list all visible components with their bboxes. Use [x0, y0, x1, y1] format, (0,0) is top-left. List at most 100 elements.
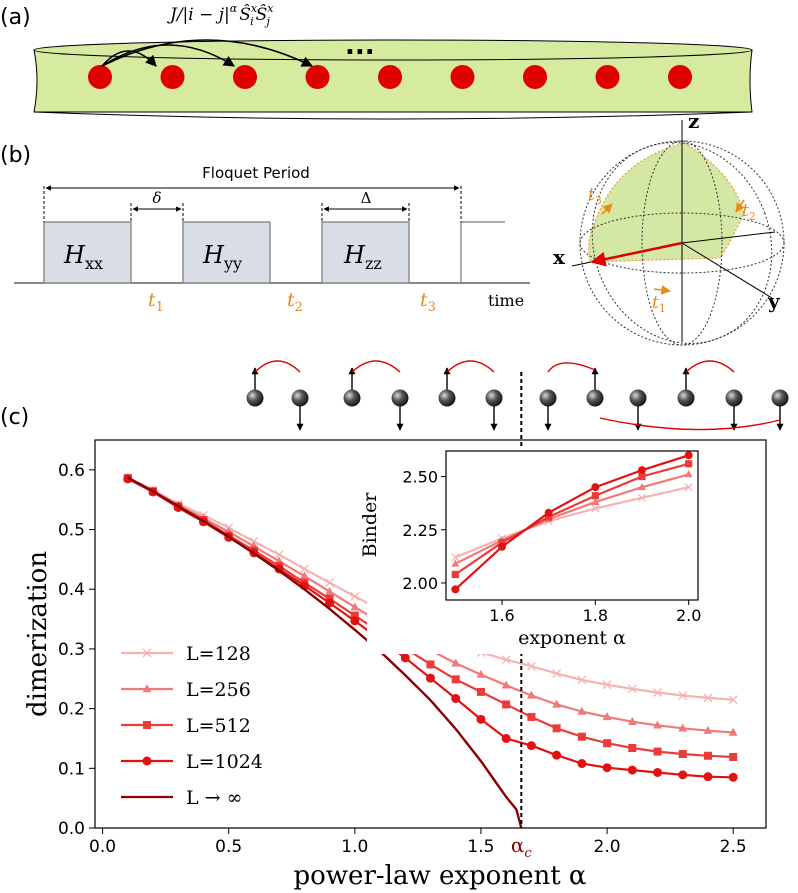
x-tick-label: 2.0: [594, 837, 621, 857]
panel-c-label: (c): [0, 405, 29, 430]
y-tick-label: 0.1: [58, 759, 85, 779]
data-point: [476, 669, 486, 678]
time-t2-sub: 2: [295, 300, 303, 315]
x-tick-label: 1.5: [467, 837, 494, 857]
sphere-t3-sub: 3: [595, 194, 602, 207]
data-point: [498, 542, 506, 551]
data-point: [602, 680, 612, 690]
sphere-t3: t3: [588, 185, 602, 207]
inset-series-line: [454, 473, 689, 565]
legend-label: L → ∞: [186, 787, 242, 809]
data-point: [274, 550, 284, 560]
data-point: [703, 725, 713, 734]
inset-y-tick-label: 2.50: [402, 468, 438, 487]
data-point: [350, 602, 360, 611]
pulse-yy: [182, 221, 271, 284]
data-point: [653, 720, 662, 729]
data-point: [526, 741, 536, 751]
spin-up-icon: [438, 367, 456, 407]
data-point: [552, 724, 561, 733]
data-point: [350, 611, 359, 620]
inset-x-tick-label: 1.8: [583, 606, 608, 625]
data-point: [628, 744, 637, 753]
legend-entry: L → ∞: [121, 787, 242, 809]
spin-down-icon: [485, 389, 503, 431]
chain-site-dot: [668, 65, 692, 89]
data-point: [544, 508, 553, 517]
time-t3-t: t: [420, 289, 428, 311]
coupling-sup2: x: [267, 2, 274, 15]
time-t3: t3: [420, 289, 436, 315]
data-point: [603, 739, 612, 748]
time-t2-t: t: [287, 289, 295, 311]
chain-site-dot: [450, 65, 475, 89]
data-point: [552, 750, 562, 760]
data-point: [299, 571, 309, 580]
data-point: [678, 770, 688, 780]
data-point: [577, 732, 586, 741]
data-point: [685, 460, 693, 468]
t2-direction-icon: [735, 199, 745, 213]
y-tick-label: 0.5: [58, 521, 85, 541]
data-point: [552, 668, 562, 678]
inset-series-line: [454, 486, 689, 559]
chain-dots: [88, 65, 692, 89]
Delta-big-label: Δ: [361, 189, 372, 207]
spin-down-icon: [391, 389, 409, 431]
data-point: [325, 586, 334, 595]
data-point: [527, 712, 536, 721]
main-plot-frame: [94, 439, 767, 829]
data-point: [728, 695, 738, 705]
coupling-sup1: x: [251, 2, 258, 15]
spin-down-icon: [771, 389, 789, 431]
data-point: [577, 759, 587, 769]
pulse-zz-H: H: [343, 241, 366, 269]
dimer-bond: [685, 360, 735, 373]
spin-down-icon: [539, 389, 557, 431]
legend-entry: L=128: [121, 643, 251, 665]
time-t2: t2: [287, 289, 303, 315]
ellipsis: ...: [345, 31, 375, 61]
data-point: [451, 693, 461, 703]
coupling-sub2: j: [263, 15, 270, 28]
data-point: [577, 706, 587, 715]
sphere-t2-t: t: [742, 201, 749, 221]
panel-a-label: (a): [0, 5, 31, 30]
inset-x-tick-label: 2.0: [676, 606, 701, 625]
data-point: [350, 591, 360, 601]
inset-plot-frame: [445, 450, 699, 601]
data-point: [627, 765, 637, 775]
sphere-meridian-1: [641, 140, 723, 346]
series-L: [127, 476, 523, 829]
sphere-t3-t: t: [588, 185, 595, 205]
coupling-op2: Ŝ: [256, 4, 268, 25]
data-point: [476, 687, 485, 696]
y-tick-label: 0.6: [58, 461, 85, 481]
axis-y-label: y: [767, 289, 781, 313]
delta-small-label: δ: [152, 189, 161, 207]
axis-z-label: z: [688, 109, 699, 133]
data-point: [299, 564, 309, 574]
data-point: [591, 483, 600, 492]
axis-y-neg: [681, 231, 776, 244]
pulse-xx-label: Hxx: [63, 241, 103, 273]
data-point: [591, 492, 599, 500]
y-tick-label: 0.4: [58, 580, 85, 600]
chain-site-dot: [378, 65, 402, 89]
main-xlabel: power-law exponent α: [294, 861, 587, 891]
data-point: [602, 712, 612, 721]
data-point: [527, 690, 536, 699]
critical-alpha: α: [511, 833, 525, 857]
time-axis-label: time: [488, 291, 524, 310]
data-point: [501, 680, 511, 689]
sphere-meridian-2: [591, 142, 773, 344]
pulse-yy-label: Hyy: [202, 241, 242, 273]
chain-site-dot: [595, 65, 620, 89]
data-point: [526, 661, 536, 671]
axis-x-label: x: [553, 245, 566, 269]
